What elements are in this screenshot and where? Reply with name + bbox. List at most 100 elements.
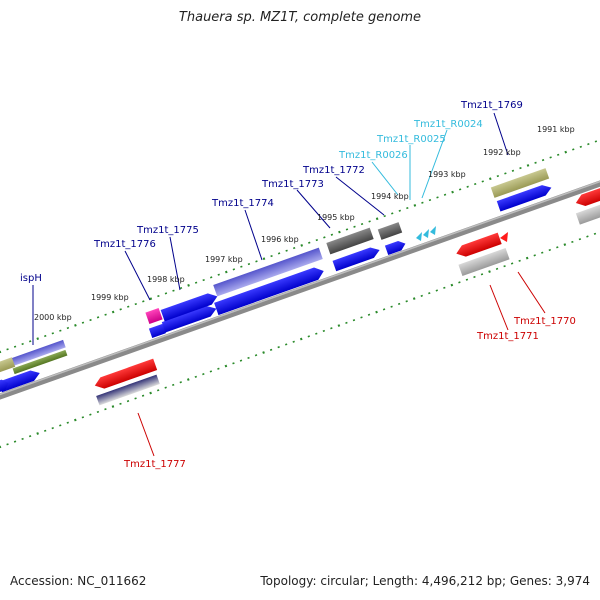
feature-track — [0, 168, 600, 406]
upper-track-tick — [353, 225, 356, 228]
cds-forward — [0, 379, 9, 395]
magenta-feature — [145, 308, 163, 324]
upper-track-tick — [255, 260, 258, 263]
cds-reverse — [456, 232, 502, 257]
lower-track-tick — [239, 359, 243, 362]
lower-track-tick — [533, 254, 536, 257]
lower-track-tick — [412, 297, 416, 300]
lower-track-tick — [186, 378, 190, 381]
lower-track-tick — [254, 354, 258, 357]
lower-track-tick — [262, 351, 265, 354]
upper-track-tick — [572, 148, 575, 151]
upper-track-tick — [51, 332, 55, 335]
ispH-feature — [10, 339, 66, 367]
genome-backbone-highlight — [0, 180, 600, 396]
cds-forward — [0, 370, 40, 393]
leader-line — [335, 176, 385, 216]
lower-track-tick — [428, 292, 431, 295]
upper-track-tick — [81, 321, 85, 324]
lower-track-tick — [586, 235, 589, 238]
upper-track-tick — [270, 254, 273, 258]
upper-track-tick — [104, 313, 107, 316]
gene-label: Tmz1t_1769 — [460, 100, 523, 111]
lower-track-tick — [299, 337, 303, 341]
upper-track-tick — [232, 268, 236, 271]
upper-track-tick — [556, 153, 560, 156]
lower-track-tick — [390, 305, 393, 308]
lower-track-tick — [405, 300, 408, 303]
kbp-label: 1994 kbp — [371, 192, 409, 201]
upper-track-tick — [368, 220, 371, 223]
upper-track-tick — [315, 238, 319, 242]
rna-chevron — [416, 232, 422, 241]
lower-track-tick — [367, 313, 371, 316]
upper-track-tick — [66, 326, 70, 330]
cds-forward — [384, 240, 406, 256]
upper-track-tick — [187, 283, 190, 287]
rna-chevron — [430, 226, 436, 235]
lower-track-tick — [66, 421, 69, 424]
pseudo-forward — [326, 227, 374, 255]
upper-track-tick — [436, 196, 439, 199]
lower-track-tick — [337, 324, 341, 327]
cds-reverse — [94, 358, 158, 389]
lower-track-tick — [119, 402, 122, 405]
leader-line — [137, 412, 155, 457]
leader-line — [421, 129, 448, 199]
upper-track-tick — [534, 161, 537, 164]
upper-track-tick — [308, 241, 311, 244]
genome-stats: Topology: circular; Length: 4,496,212 bp… — [260, 574, 590, 588]
lower-track-tick — [307, 335, 310, 338]
upper-track-tick — [44, 334, 47, 338]
upper-track-tick — [300, 244, 304, 247]
cds-forward — [332, 247, 380, 272]
upper-track-tick — [240, 265, 243, 268]
gene-label: ispH — [20, 273, 42, 284]
lower-track-tick — [503, 265, 506, 268]
gene-label: Tmz1t_1774 — [211, 198, 274, 209]
upper-track-tick — [443, 193, 447, 196]
lower-track-tick — [104, 408, 107, 411]
upper-track-tick — [96, 316, 100, 319]
lower-track-tick — [0, 445, 2, 449]
upper-track-tick — [21, 342, 24, 346]
lower-track-tick — [322, 329, 326, 333]
ispH-feature-green — [12, 349, 68, 375]
lower-track-tick — [43, 429, 47, 432]
upper-track-tick — [345, 228, 349, 231]
lower-track-tick — [13, 440, 17, 443]
lower-track-tick — [541, 251, 544, 254]
lower-track-tick — [73, 418, 77, 422]
gene-label: Tmz1t_1775 — [136, 225, 199, 236]
upper-track-tick — [224, 270, 228, 274]
lower-track-tick — [164, 386, 167, 389]
lower-track-tick — [525, 256, 529, 260]
upper-track-tick — [338, 230, 341, 234]
lower-track-tick — [458, 281, 461, 284]
lower-track-tick — [202, 373, 205, 376]
upper-track-tick — [488, 177, 492, 181]
lower-track-tick — [111, 405, 115, 408]
lower-track-tick — [352, 319, 356, 322]
lower-track-tick — [81, 416, 85, 419]
pseudo-reverse — [458, 247, 510, 277]
leader-line — [296, 189, 331, 229]
gene-label: Tmz1t_1773 — [261, 179, 324, 190]
lower-track-tick — [6, 443, 9, 446]
lower-track-tick — [375, 310, 378, 314]
cds-reverse — [575, 187, 600, 206]
upper-track-tick — [28, 340, 32, 343]
upper-track-tick — [466, 185, 469, 188]
lower-track-tick — [397, 302, 401, 306]
gene-label: Tmz1t_R0024 — [413, 119, 483, 130]
pseudo-forward — [377, 222, 403, 240]
lower-track-tick — [480, 273, 484, 276]
gene-label: Tmz1t_1776 — [93, 239, 156, 250]
upper-track-tick — [511, 169, 515, 172]
leader-line — [169, 236, 181, 291]
lower-track-tick — [420, 294, 423, 297]
lower-track-tick — [330, 327, 333, 330]
upper-track-tick — [0, 350, 2, 354]
kbp-label: 1995 kbp — [317, 213, 355, 222]
lower-track-tick — [450, 283, 454, 287]
